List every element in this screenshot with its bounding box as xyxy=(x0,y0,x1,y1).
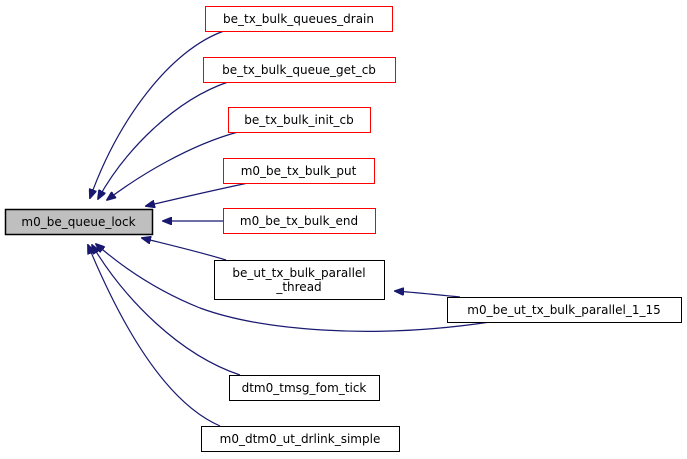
node-label: be_tx_bulk_init_cb xyxy=(244,113,354,127)
edge-m0_be_ut_tx_bulk_parallel_1_15-to-m0_be_queue_lock xyxy=(96,244,491,332)
edge-m0_be_tx_bulk_put-to-m0_be_queue_lock xyxy=(146,182,249,206)
node-box xyxy=(228,107,371,133)
caller-node[interactable]: m0_dtm0_ut_drlink_simple xyxy=(201,426,400,452)
node-label: be_tx_bulk_queues_drain xyxy=(223,12,374,26)
node-label: be_tx_bulk_queue_get_cb xyxy=(222,63,376,77)
edge-be_tx_bulk_queue_get_cb-to-m0_be_queue_lock xyxy=(98,81,229,199)
node-label: be_ut_tx_bulk_parallel xyxy=(232,266,365,280)
node-label: dtm0_tmsg_fom_tick xyxy=(242,381,367,395)
caller-node[interactable]: be_tx_bulk_init_cb xyxy=(228,107,371,133)
node-label: _thread xyxy=(275,280,321,294)
node-box xyxy=(447,297,682,323)
node-box xyxy=(223,158,375,184)
edge-be_ut_tx_bulk_parallel_thread-to-m0_be_queue_lock xyxy=(142,238,227,261)
caller-node[interactable]: dtm0_tmsg_fom_tick xyxy=(229,375,380,401)
caller-node[interactable]: m0_be_ut_tx_bulk_parallel_1_15 xyxy=(447,297,682,323)
edge-m0_dtm0_ut_drlink_simple-to-m0_be_queue_lock xyxy=(88,245,221,427)
node-box xyxy=(201,426,400,452)
node-label: m0_be_tx_bulk_end xyxy=(240,214,358,228)
caller-node[interactable]: be_tx_bulk_queue_get_cb xyxy=(203,57,396,83)
caller-node[interactable]: be_ut_tx_bulk_parallel_thread xyxy=(214,260,385,300)
node-box xyxy=(229,375,380,401)
node-box xyxy=(214,260,385,300)
caller-node[interactable]: m0_be_tx_bulk_end xyxy=(223,208,376,234)
caller-node[interactable]: be_tx_bulk_queues_drain xyxy=(205,6,393,32)
caller-node[interactable]: m0_be_tx_bulk_put xyxy=(223,158,375,184)
node-label: m0_be_ut_tx_bulk_parallel_1_15 xyxy=(467,303,661,317)
node-label: m0_be_tx_bulk_put xyxy=(241,164,357,178)
node-box xyxy=(4,208,154,236)
node-box xyxy=(223,208,376,234)
edge-be_tx_bulk_queues_drain-to-m0_be_queue_lock xyxy=(90,30,225,198)
edge-be_tx_bulk_init_cb-to-m0_be_queue_lock xyxy=(107,131,239,200)
node-label: m0_be_queue_lock xyxy=(21,215,135,229)
edge-m0_be_ut_tx_bulk_parallel_1_15-to-be_ut_tx_bulk_parallel_thread xyxy=(395,291,461,298)
node-label: m0_dtm0_ut_drlink_simple xyxy=(220,432,381,446)
node-box xyxy=(203,57,396,83)
node-box xyxy=(205,6,393,32)
root-node: m0_be_queue_lock xyxy=(4,208,154,236)
edge-dtm0_tmsg_fom_tick-to-m0_be_queue_lock xyxy=(92,245,241,376)
